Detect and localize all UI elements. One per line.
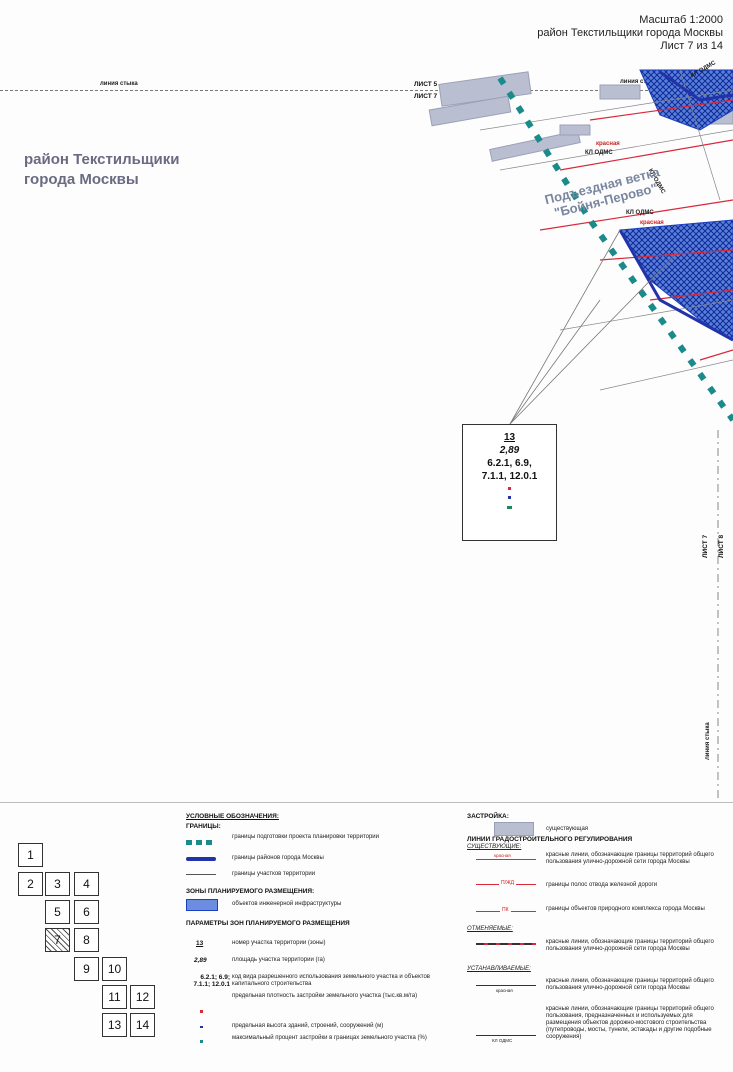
legend-cancel-heading: ОТМЕНЯЕМЫЕ: xyxy=(467,926,513,932)
legend-l5: красные линии, обозначающие границы терр… xyxy=(546,978,714,991)
legend-zones-heading: ЗОНЫ ПЛАНИРУЕМОГО РАЗМЕЩЕНИЯ: xyxy=(186,888,315,895)
road-lines xyxy=(479,69,733,391)
legend-p2: площадь участка территории (га) xyxy=(232,957,325,963)
legend-p5: предельная высота зданий, строений, соор… xyxy=(232,1023,384,1029)
junction-label-left: линия стыка xyxy=(100,81,138,87)
height-swatch xyxy=(200,1026,203,1028)
district-map-label: район Текстильщики города Москвы xyxy=(24,150,244,190)
legend-build-heading: ЗАСТРОЙКА: xyxy=(467,813,509,820)
sheet-cell-10: 10 xyxy=(102,957,127,981)
district-header: район Текстильщики города Москвы xyxy=(537,27,723,39)
legend-p3-sym-line2: 7.1.1; 12.0.1 xyxy=(193,981,231,988)
sheet-cell-3: 3 xyxy=(45,872,70,896)
legend-p3-sym-line1: 6.2.1; 6.9; xyxy=(200,974,230,981)
legend-z1: объектов инженерной инфраструктуры xyxy=(232,901,342,907)
infrastructure-zones xyxy=(619,69,733,341)
legend-establish-heading: УСТАНАВЛИВАЕМЫЕ: xyxy=(467,966,531,972)
sheet-cell-11: 11 xyxy=(102,985,127,1009)
height-dot xyxy=(508,496,511,499)
building-swatch xyxy=(494,822,534,836)
legend-l4: красные линии, обозначающие границы терр… xyxy=(546,939,714,952)
legend-l6: красные линии, обозначающие границы терр… xyxy=(546,1006,714,1040)
sheet-cell-5: 5 xyxy=(45,900,70,924)
legend-p4: предельная плотность застройки земельног… xyxy=(232,993,418,999)
zone-area: 2,89 xyxy=(499,445,520,456)
sheet-cell-8: 8 xyxy=(74,928,99,952)
density-swatch xyxy=(200,1010,203,1013)
legend-title: УСЛОВНЫЕ ОБОЗНАЧЕНИЯ: xyxy=(186,813,279,820)
legend-l3: границы объектов природного комплекса го… xyxy=(546,906,705,912)
legend-l1: красные линии, обозначающие границы терр… xyxy=(546,852,714,865)
legend-b2: границы районов города Москвы xyxy=(232,855,324,861)
junction-label-vertical: линия стыка xyxy=(705,722,711,760)
sheet7-top-label: ЛИСТ 7 xyxy=(414,93,438,100)
legend-l1-tag: красная xyxy=(494,853,511,858)
zone-parameters-box: 13 2,89 6.2.1, 6.9, 7.1.1, 12.0.1 xyxy=(462,424,557,541)
district-border-swatch xyxy=(186,857,216,861)
junction-label-right: линия стыка xyxy=(620,79,658,85)
sheet-cell-9: 9 xyxy=(74,957,99,981)
kl-odms-label-1: КЛ ОДМС xyxy=(585,150,613,156)
legend-b1: границы подготовки проекта планировки те… xyxy=(232,834,380,840)
density-dot xyxy=(508,487,511,490)
zone-codes-line2: 7.1.1, 12.0.1 xyxy=(481,471,538,482)
infra-zone-swatch xyxy=(186,899,218,911)
zone-leader-lines xyxy=(509,229,681,425)
map-header: Масштаб 1:2000 район Текстильщики города… xyxy=(537,14,723,53)
sheet-cell-1: 1 xyxy=(18,843,43,867)
sheet7-side-label: ЛИСТ 7 xyxy=(702,534,709,558)
district-boundary xyxy=(618,70,733,342)
scale-label: Масштаб 1:2000 xyxy=(639,14,723,26)
legend-b3: границы участков территории xyxy=(232,871,316,877)
percent-swatch xyxy=(200,1040,203,1043)
zone-codes-line1: 6.2.1, 6.9, xyxy=(487,458,532,469)
sheet-cell-14: 14 xyxy=(130,1013,155,1037)
bridge-line-swatch xyxy=(476,1035,536,1036)
plot-border-swatch xyxy=(186,874,216,875)
sheet-cell-7: 7 xyxy=(45,928,70,952)
junction-line-horizontal xyxy=(0,90,733,91)
sheet-number: Лист 7 из 14 xyxy=(660,40,723,52)
legend-build1: существующая xyxy=(546,826,589,832)
legend-area xyxy=(0,802,733,1072)
legend-p2-sym: 2,89 xyxy=(194,957,207,964)
sheet-cell-12: 12 xyxy=(130,985,155,1009)
legend-l3-tag: ПК xyxy=(500,907,511,914)
legend-l2-tag: П/ЖД xyxy=(499,880,516,887)
sheet-cell-4: 4 xyxy=(74,872,99,896)
legend-params-heading: ПАРАМЕТРЫ ЗОН ПЛАНИРУЕМОГО РАЗМЕЩЕНИЯ xyxy=(186,920,350,927)
legend-l2: границы полос отвода железной дороги xyxy=(546,882,658,888)
legend-p6: максимальный процент застройки в граница… xyxy=(232,1035,427,1041)
sheet5-label: ЛИСТ 5 xyxy=(414,81,438,88)
project-border-swatch xyxy=(186,840,216,845)
red-label-2: красная xyxy=(640,220,664,226)
legend-borders-heading: ГРАНИЦЫ: xyxy=(186,823,221,830)
kl-odms-label-3: КЛ ОДМС xyxy=(626,210,654,216)
district-line1: район Текстильщики xyxy=(24,151,180,168)
legend-l6-tag: КЛ ОДМС xyxy=(492,1038,513,1043)
legend-p3: код вида разрешенного использования земе… xyxy=(232,974,430,987)
cancel-line-swatch xyxy=(476,943,536,945)
sheet-cell-6: 6 xyxy=(74,900,99,924)
establish-line-swatch xyxy=(476,985,536,986)
map-graphics xyxy=(428,69,733,800)
sheet8-side-label: ЛИСТ 8 xyxy=(718,534,725,558)
red-line-swatch xyxy=(476,859,536,860)
legend-l5-tag: красная xyxy=(496,988,513,993)
percent-dot xyxy=(507,506,512,509)
legend-p1-sym: 13 xyxy=(196,940,204,947)
legend-p3-sym: 6.2.1; 6.9; 7.1.1; 12.0.1 xyxy=(174,974,231,988)
legend-exist-heading: СУЩЕСТВУЮЩИЕ: xyxy=(467,844,522,850)
legend-lines-heading: ЛИНИИ ГРАДОСТРОИТЕЛЬНОГО РЕГУЛИРОВАНИЯ xyxy=(467,836,633,843)
red-lines xyxy=(539,99,733,361)
legend-p1: номер участка территории (зоны) xyxy=(232,940,326,946)
red-label-1: красная xyxy=(596,141,620,147)
district-line2: города Москвы xyxy=(24,171,139,188)
zone-number: 13 xyxy=(503,432,516,443)
sheet-cell-13: 13 xyxy=(102,1013,127,1037)
sheet-cell-2: 2 xyxy=(18,872,43,896)
